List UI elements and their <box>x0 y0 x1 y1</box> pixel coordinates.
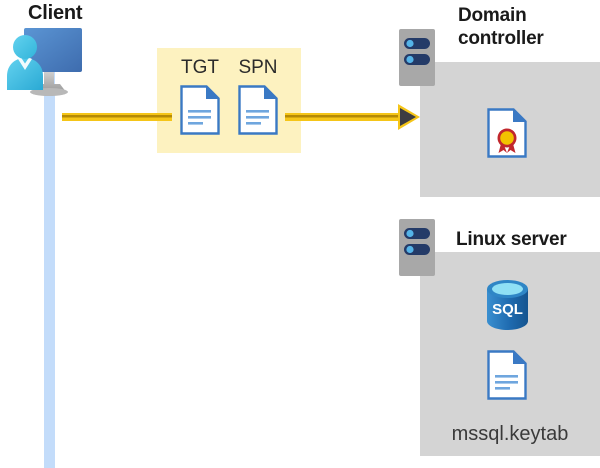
page-title-client: Client <box>28 2 83 24</box>
page-title-linux-server: Linux server <box>456 229 567 250</box>
sql-database-icon: SQL <box>484 279 531 331</box>
arrow-right-icon-segment-left <box>62 113 172 121</box>
page-title-domain-controller: Domain controller <box>458 5 544 49</box>
tgt-label: TGT <box>181 57 219 78</box>
sql-database-label: SQL <box>492 301 523 318</box>
user-computer-icon <box>4 26 96 100</box>
document-icon-tgt <box>180 85 220 135</box>
arrow-right-icon-segment-right <box>285 113 403 121</box>
client-lifeline <box>44 70 55 468</box>
keytab-filename-label: mssql.keytab <box>451 423 569 445</box>
server-icon-linux-server <box>399 219 435 276</box>
arrow-right-icon-head <box>400 108 416 126</box>
document-icon-keytab <box>487 350 527 400</box>
certificate-icon <box>487 108 527 158</box>
spn-label: SPN <box>238 57 278 78</box>
document-icon-spn <box>238 85 278 135</box>
server-icon-domain-controller <box>399 29 435 86</box>
